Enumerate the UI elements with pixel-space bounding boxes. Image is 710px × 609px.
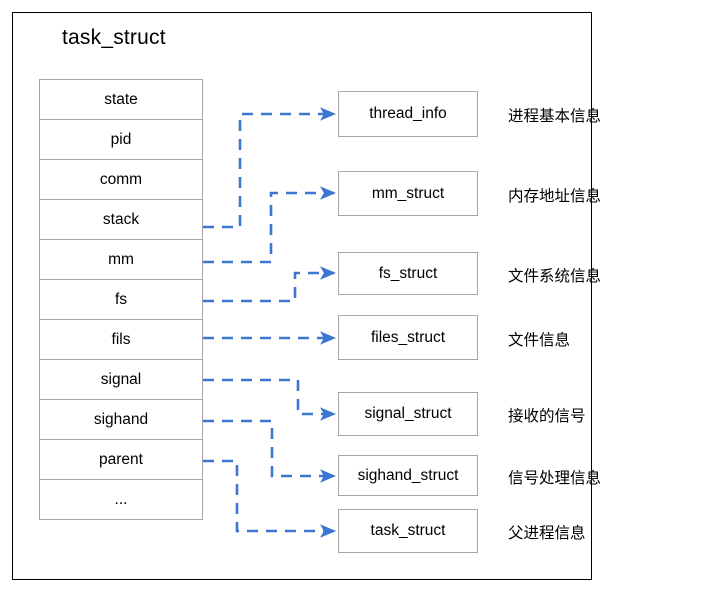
annotation-signal-struct: 接收的信号 — [508, 407, 586, 425]
target-box-files-struct: files_struct — [338, 315, 478, 360]
struct-field-row: parent — [40, 440, 202, 480]
target-box-task-struct: task_struct — [338, 509, 478, 553]
target-box-label: thread_info — [369, 105, 447, 122]
struct-field-row: stack — [40, 200, 202, 240]
struct-field-label: comm — [99, 170, 143, 188]
struct-field-label: pid — [110, 130, 132, 148]
annotation-thread-info: 进程基本信息 — [508, 107, 602, 125]
target-box-fs-struct: fs_struct — [338, 252, 478, 295]
struct-field-label: stack — [102, 210, 140, 228]
target-box-label: signal_struct — [364, 405, 452, 422]
struct-field-row: state — [40, 80, 202, 120]
struct-field-label: state — [104, 90, 138, 108]
annotation-sighand-struct: 信号处理信息 — [508, 469, 602, 487]
target-box-label: task_struct — [370, 522, 446, 539]
struct-field-row: signal — [40, 360, 202, 400]
annotation-files-struct: 文件信息 — [508, 331, 571, 349]
annotation-fs-struct: 文件系统信息 — [508, 267, 602, 285]
struct-field-label: signal — [100, 370, 142, 388]
target-box-thread-info: thread_info — [338, 91, 478, 137]
struct-field-label: fils — [111, 330, 131, 348]
struct-field-row: pid — [40, 120, 202, 160]
struct-field-row: mm — [40, 240, 202, 280]
struct-field-label: sighand — [93, 410, 149, 428]
struct-field-row: fs — [40, 280, 202, 320]
target-box-label: mm_struct — [371, 184, 445, 202]
struct-field-row: sighand — [40, 400, 202, 440]
struct-field-label: fs — [114, 290, 128, 308]
struct-field-label: mm — [108, 250, 134, 268]
struct-field-label: ... — [114, 490, 128, 508]
target-box-label: files_struct — [370, 328, 446, 346]
struct-field-row: fils — [40, 320, 202, 360]
struct-field-label: parent — [99, 450, 143, 468]
annotation-task-struct: 父进程信息 — [508, 524, 586, 542]
target-box-sighand-struct: sighand_struct — [338, 455, 478, 496]
annotation-mm-struct: 内存地址信息 — [508, 187, 602, 205]
struct-field-row: comm — [40, 160, 202, 200]
target-box-label: sighand_struct — [357, 466, 459, 484]
target-box-mm-struct: mm_struct — [338, 171, 478, 216]
page-title: task_struct — [62, 26, 166, 49]
target-box-label: fs_struct — [378, 264, 438, 282]
target-box-signal-struct: signal_struct — [338, 392, 478, 436]
struct-field-row: ... — [40, 480, 202, 520]
task-struct-field-table: state pid comm stack mm fs fils signal s… — [39, 79, 203, 520]
